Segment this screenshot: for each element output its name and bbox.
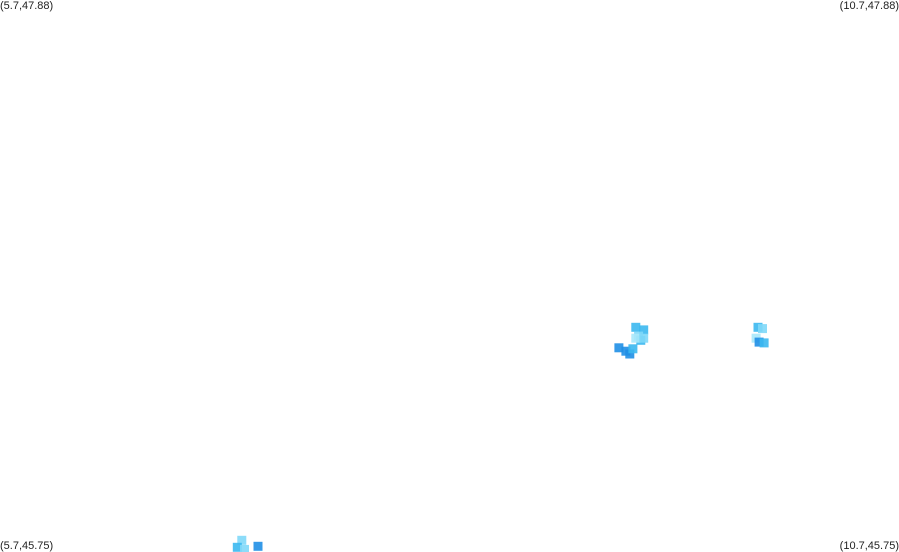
cluster-point — [628, 344, 638, 354]
cluster-point — [625, 349, 635, 359]
cluster-point — [759, 338, 769, 348]
cluster-point — [614, 343, 624, 353]
cluster-point — [754, 337, 764, 347]
cluster-point — [631, 322, 641, 332]
cluster-point — [758, 324, 767, 334]
cluster-point — [639, 333, 649, 343]
cluster-point — [240, 544, 249, 552]
cluster-point — [631, 333, 641, 343]
corner-label-top-left: (5.7,47.88) — [0, 0, 54, 12]
corner-label-top-right: (10.7,47.88) — [839, 0, 899, 12]
cluster-point — [232, 542, 242, 552]
cluster-point — [237, 535, 247, 545]
cluster-point — [639, 325, 649, 335]
corner-label-bottom-right: (10.7,45.75) — [839, 540, 899, 552]
cluster-point — [253, 541, 263, 551]
corner-label-bottom-left: (5.7,45.75) — [0, 540, 54, 552]
